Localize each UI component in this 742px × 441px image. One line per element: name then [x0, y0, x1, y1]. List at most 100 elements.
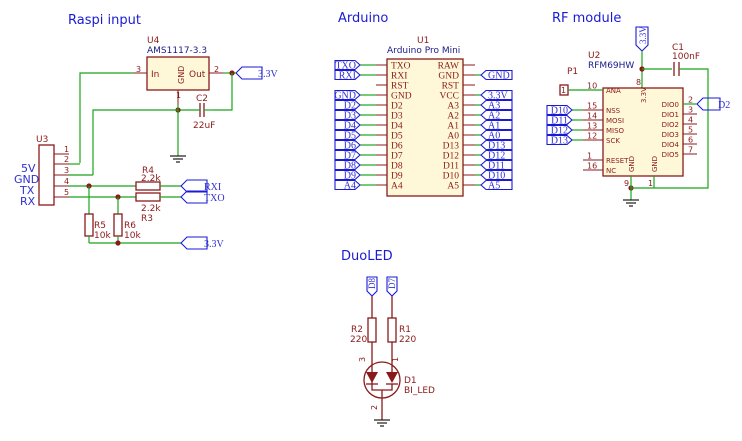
- net-label-3v3-top[interactable]: [235, 66, 263, 80]
- net-label-a2-u1-right-text: A2: [488, 111, 500, 122]
- u1-left-pin-d9: D9: [391, 172, 403, 182]
- net-label-d8-led[interactable]: [366, 276, 378, 297]
- net-label-d12-u1-right[interactable]: [480, 149, 513, 161]
- net-label-a0-u1-right[interactable]: [480, 129, 513, 141]
- r5-value: 10k: [94, 231, 111, 241]
- u2-left-pin-num-10: 10: [587, 82, 597, 91]
- u1-arduino-body[interactable]: [386, 58, 464, 197]
- r2-resistor[interactable]: [367, 317, 377, 343]
- net-label-d13-u1-right-text: D13: [488, 141, 505, 152]
- c1-ref: C1: [672, 43, 684, 53]
- r3-ref: R3: [141, 214, 153, 224]
- net-label-3v3-top-text: 3.3V: [258, 69, 279, 80]
- net-label-d3-u1-left[interactable]: [334, 109, 361, 121]
- u1-left-pin-rxi: RXI: [391, 72, 407, 82]
- u1-right-pin-raw: RAW: [438, 62, 459, 72]
- net-label-d6-u1-left[interactable]: [334, 139, 361, 151]
- net-label-a4-u1-left[interactable]: [334, 179, 361, 191]
- u4-pin2: 2: [214, 65, 219, 74]
- net-label-d10-u1-right[interactable]: [480, 169, 513, 181]
- u2-left-pin-miso: MISO: [606, 127, 625, 135]
- u1-left-pin-d2: D2: [391, 102, 403, 112]
- r3-value: 2.2k: [141, 204, 161, 214]
- net-label-rxi-raspi-text: RXI: [204, 182, 221, 193]
- u1-left-pin-a4: A4: [391, 182, 403, 192]
- net-label-d7-led[interactable]: [386, 276, 398, 297]
- u1-right-pin-a1: A1: [447, 122, 459, 132]
- u2-left-pin-ana: ANA: [606, 87, 621, 95]
- u2-value: RFM69HW: [588, 61, 634, 71]
- net-label-d4-u1-left-text: D4: [344, 121, 356, 132]
- net-label-a3-u1-right[interactable]: [480, 99, 513, 111]
- u1-right-pin-a0: A0: [447, 132, 459, 142]
- u3-pin1: 1: [64, 145, 69, 154]
- net-label-rxi-raspi[interactable]: [180, 179, 208, 193]
- r6-resistor[interactable]: [113, 213, 123, 237]
- net-label-a4-u1-left-text: A4: [344, 181, 356, 192]
- u1-left-pin-d4: D4: [391, 122, 403, 132]
- u3-pin2: 2: [64, 155, 69, 164]
- u3-label-gnd: GND: [14, 173, 39, 186]
- net-label-d7-u1-left[interactable]: [334, 149, 361, 161]
- net-label-3v3-raspi-text: 3.3V: [204, 239, 225, 250]
- net-label-d2-rf[interactable]: [696, 97, 721, 111]
- u4-pin-in: In: [151, 70, 159, 80]
- net-label-d4-u1-left[interactable]: [334, 119, 361, 131]
- u1-left-pin-d5: D5: [391, 132, 403, 142]
- net-label-d5-u1-left[interactable]: [334, 129, 361, 141]
- r3-resistor[interactable]: [135, 192, 161, 202]
- r1-resistor[interactable]: [387, 317, 397, 343]
- net-label-a5-u1-right[interactable]: [480, 179, 513, 191]
- r2-value: 220: [350, 335, 367, 345]
- u2-left-pin-num-14: 14: [587, 112, 597, 121]
- net-label-txo-raspi[interactable]: [180, 190, 208, 204]
- net-label-d8-u1-left-text: D8: [344, 161, 356, 172]
- net-label-3.3v-u1-right[interactable]: [480, 89, 513, 101]
- net-label-gnd-u1-left[interactable]: [334, 89, 361, 101]
- net-label-d10-rf[interactable]: [546, 104, 573, 116]
- net-label-rxi-u1-left-text: RXI: [339, 71, 356, 82]
- net-label-3v3-raspi[interactable]: [180, 236, 208, 250]
- u3-ref: U3: [36, 135, 48, 145]
- r2-ref: R2: [351, 325, 363, 335]
- net-label-gnd-u1-right[interactable]: [480, 69, 513, 81]
- u3-pin5: 5: [64, 188, 69, 197]
- u1-left-pin-d8: D8: [391, 162, 403, 172]
- u1-left-pin-d6: D6: [391, 142, 403, 152]
- power-label-3v3-rf-text: 3.3V: [638, 26, 648, 44]
- net-label-d2-u1-left[interactable]: [334, 99, 361, 111]
- u1-right-pin-a3: A3: [447, 102, 459, 112]
- u1-right-pin-d11: D11: [443, 162, 459, 172]
- p1-ref: P1: [567, 67, 578, 77]
- net-label-d12-rf[interactable]: [546, 124, 573, 136]
- u2-pin1-gnd: 1: [648, 179, 653, 188]
- net-label-a1-u1-right[interactable]: [480, 119, 513, 131]
- u1-value: Arduino Pro Mini: [387, 46, 460, 56]
- net-label-d11-rf-text: D11: [551, 116, 568, 127]
- net-label-rxi-u1-left[interactable]: [334, 69, 361, 81]
- net-label-d13-rf[interactable]: [546, 134, 573, 146]
- u3-connector-body[interactable]: [38, 144, 55, 206]
- u1-right-pin-vcc: VCC: [439, 92, 459, 102]
- net-label-d11-u1-right[interactable]: [480, 159, 513, 171]
- r1-ref: R1: [399, 325, 411, 335]
- d1-pin2: 2: [370, 405, 379, 410]
- u4-pin-out: Out: [189, 70, 206, 80]
- net-label-d8-u1-left[interactable]: [334, 159, 361, 171]
- net-label-d11-rf[interactable]: [546, 114, 573, 126]
- net-label-d13-u1-right[interactable]: [480, 139, 513, 151]
- r5-resistor[interactable]: [84, 213, 94, 237]
- power-label-3v3-rf[interactable]: [635, 26, 649, 52]
- u2-left-pin-reset: RESET: [606, 157, 629, 165]
- u1-right-pin-a5: A5: [447, 182, 459, 192]
- u3-pin3: 3: [64, 166, 69, 175]
- u2-rfm69-body[interactable]: [602, 87, 684, 177]
- net-label-d3-u1-left-text: D3: [344, 111, 356, 122]
- net-label-d9-u1-left[interactable]: [334, 169, 361, 181]
- net-label-txo-u1-left[interactable]: [334, 59, 361, 71]
- net-label-a2-u1-right[interactable]: [480, 109, 513, 121]
- u1-left-pin-d7: D7: [391, 152, 403, 162]
- d1-ref: D1: [404, 376, 417, 386]
- r4-ref: R4: [142, 166, 154, 176]
